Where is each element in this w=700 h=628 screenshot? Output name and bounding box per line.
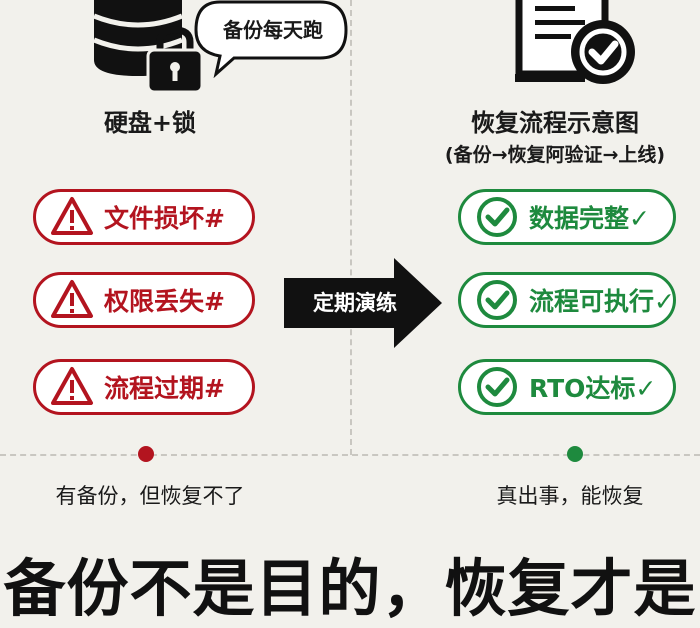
red-status-dot [138,446,154,462]
issue-pill-file-corrupt: 文件损坏# [33,189,255,245]
slogan: 备份不是目的，恢复才是 [3,552,697,625]
left-caption: 有备份，但恢复不了 [55,484,245,508]
speech-bubble-text: 备份每天跑 [223,18,323,42]
issue-pill-permission-lost: 权限丢失# [33,272,255,328]
result-label: 数据完整✓ [529,204,650,233]
arrow-right-icon [284,258,442,348]
check-circle-icon [477,280,517,320]
left-title: 硬盘+锁 [103,109,197,137]
green-status-dot [567,446,583,462]
warning-icon [51,197,93,235]
check-circle-icon [477,197,517,237]
issue-label: 流程过期# [104,374,225,403]
arrow-label: 定期演练 [313,291,397,315]
issue-label: 权限丢失# [104,287,225,316]
result-label: 流程可执行✓ [529,287,675,316]
vertical-divider [350,0,352,455]
right-subtitle: (备份→恢复阿验证→上线) [444,144,666,166]
warning-icon [51,367,93,405]
result-pill-data-complete: 数据完整✓ [458,189,676,245]
check-circle-icon [477,367,517,407]
issue-pill-process-outdated: 流程过期# [33,359,255,415]
warning-icon [51,280,93,318]
right-title: 恢复流程示意图 [471,109,639,137]
result-pill-rto-met: RTO达标✓ [458,359,676,415]
horizontal-divider [0,454,700,456]
database-lock-icon [93,0,204,92]
result-pill-process-executable: 流程可执行✓ [458,272,676,328]
issue-label: 文件损坏# [104,204,225,233]
right-caption: 真出事，能恢复 [496,484,644,508]
document-check-icon [515,0,635,84]
result-label: RTO达标✓ [529,374,657,403]
speech-bubble [194,0,348,78]
